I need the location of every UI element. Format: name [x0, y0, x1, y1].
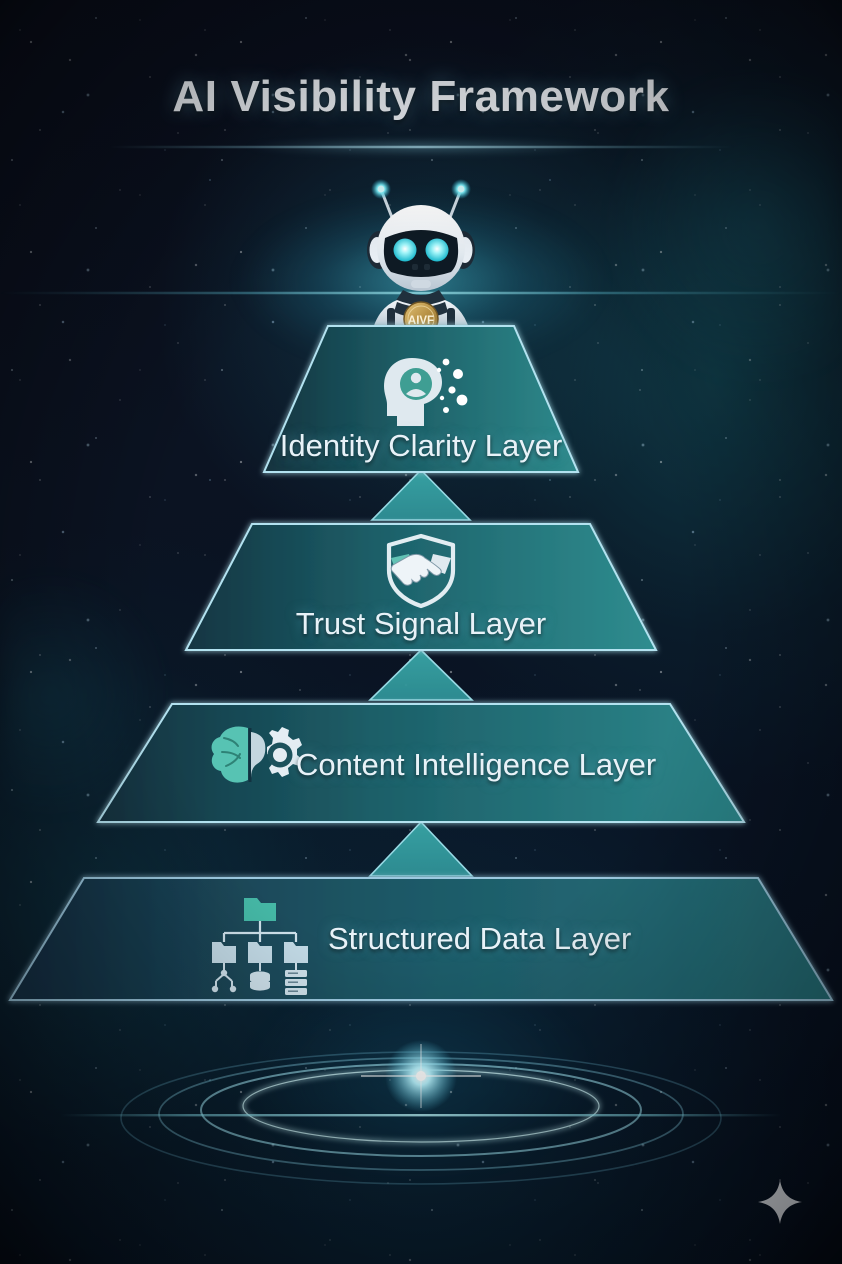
orbital-base-graphic [61, 1040, 781, 1185]
connector-3-4 [368, 820, 474, 877]
layer-label-structured-data: Structured Data Layer [328, 921, 632, 956]
connector-2-3 [368, 648, 474, 701]
layer-label-trust-signal: Trust Signal Layer [295, 606, 547, 641]
four-point-sparkle-icon [758, 1180, 802, 1224]
layer-label-content-intelligence: Content Intelligence Layer [296, 747, 657, 782]
horizontal-light-streak [61, 1114, 781, 1117]
database-cylinder [250, 971, 270, 991]
layer-label-identity-clarity: Identity Clarity Layer [279, 428, 563, 463]
connector-1-2 [370, 468, 472, 521]
